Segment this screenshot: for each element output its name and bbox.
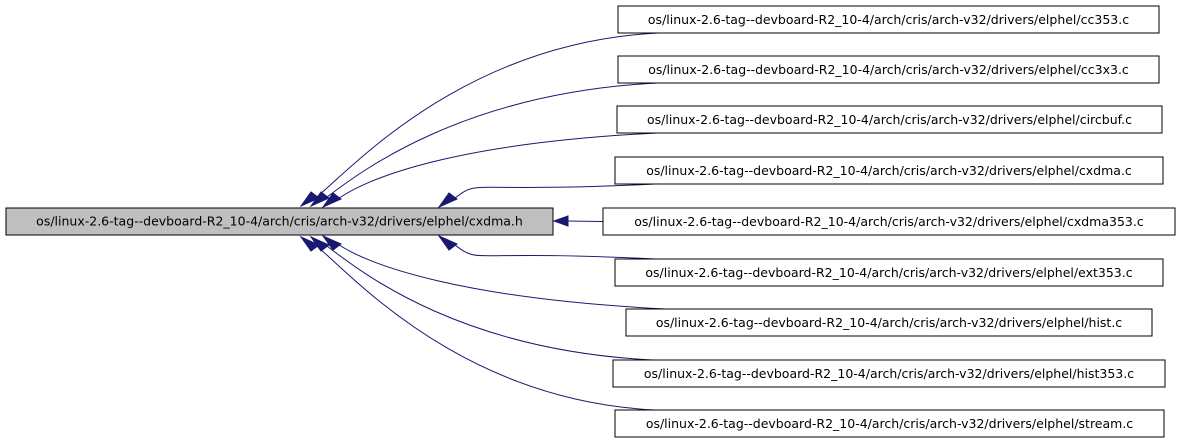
includer-node-box[interactable]: [614, 156, 1164, 185]
edge-arrowhead: [321, 192, 342, 209]
includer-node-box[interactable]: [617, 5, 1160, 34]
root-node: os/linux-2.6-tag--devboard-R2_10-4/arch/…: [5, 207, 554, 236]
edge-arrowhead: [299, 191, 320, 208]
includer-node-box[interactable]: [614, 409, 1165, 438]
includer-node[interactable]: os/linux-2.6-tag--devboard-R2_10-4/arch/…: [602, 207, 1176, 236]
edge-line: [565, 220, 604, 222]
graph-edges: [299, 32, 667, 411]
edge-arrowhead: [437, 192, 458, 209]
includer-node[interactable]: os/linux-2.6-tag--devboard-R2_10-4/arch/…: [614, 156, 1164, 185]
includer-node-box[interactable]: [625, 308, 1153, 337]
edge-arrowhead: [321, 234, 342, 251]
edge-arrowhead: [552, 215, 569, 227]
includer-node-label[interactable]: os/linux-2.6-tag--devboard-R2_10-4/arch/…: [644, 366, 1134, 381]
includer-nodes: os/linux-2.6-tag--devboard-R2_10-4/arch/…: [602, 5, 1176, 438]
includer-node-label[interactable]: os/linux-2.6-tag--devboard-R2_10-4/arch/…: [648, 62, 1129, 77]
includer-node[interactable]: os/linux-2.6-tag--devboard-R2_10-4/arch/…: [614, 409, 1165, 438]
root-node-label: os/linux-2.6-tag--devboard-R2_10-4/arch/…: [36, 214, 523, 229]
includer-node-label[interactable]: os/linux-2.6-tag--devboard-R2_10-4/arch/…: [648, 12, 1129, 27]
includer-node-label[interactable]: os/linux-2.6-tag--devboard-R2_10-4/arch/…: [647, 112, 1132, 127]
includer-node[interactable]: os/linux-2.6-tag--devboard-R2_10-4/arch/…: [614, 258, 1164, 287]
includer-node[interactable]: os/linux-2.6-tag--devboard-R2_10-4/arch/…: [617, 5, 1160, 34]
includer-node[interactable]: os/linux-2.6-tag--devboard-R2_10-4/arch/…: [612, 359, 1166, 388]
includer-node-label[interactable]: os/linux-2.6-tag--devboard-R2_10-4/arch/…: [656, 315, 1122, 330]
includer-node-label[interactable]: os/linux-2.6-tag--devboard-R2_10-4/arch/…: [634, 214, 1144, 229]
edge-line: [322, 242, 654, 361]
edge-line: [322, 82, 659, 201]
includer-node-box[interactable]: [617, 55, 1160, 84]
includer-node-box[interactable]: [614, 258, 1164, 287]
edge-line: [334, 132, 658, 202]
edge-arrowhead: [309, 191, 330, 208]
edge-line: [450, 241, 656, 260]
includer-node[interactable]: os/linux-2.6-tag--devboard-R2_10-4/arch/…: [617, 55, 1160, 84]
includer-node-box[interactable]: [602, 207, 1176, 236]
includer-node-label[interactable]: os/linux-2.6-tag--devboard-R2_10-4/arch/…: [646, 163, 1132, 178]
root-node-box: [5, 207, 554, 236]
edge-arrowhead: [437, 234, 458, 251]
includer-node-box[interactable]: [612, 359, 1166, 388]
includer-node-label[interactable]: os/linux-2.6-tag--devboard-R2_10-4/arch/…: [646, 416, 1133, 431]
includer-node[interactable]: os/linux-2.6-tag--devboard-R2_10-4/arch/…: [625, 308, 1153, 337]
includer-node-label[interactable]: os/linux-2.6-tag--devboard-R2_10-4/arch/…: [645, 265, 1132, 280]
edge-line: [312, 242, 656, 411]
edge-line: [334, 241, 667, 310]
edge-arrowhead: [299, 235, 320, 252]
edge-line: [450, 183, 656, 202]
includer-node-box[interactable]: [616, 105, 1163, 134]
includer-node[interactable]: os/linux-2.6-tag--devboard-R2_10-4/arch/…: [616, 105, 1163, 134]
edge-line: [312, 32, 659, 201]
